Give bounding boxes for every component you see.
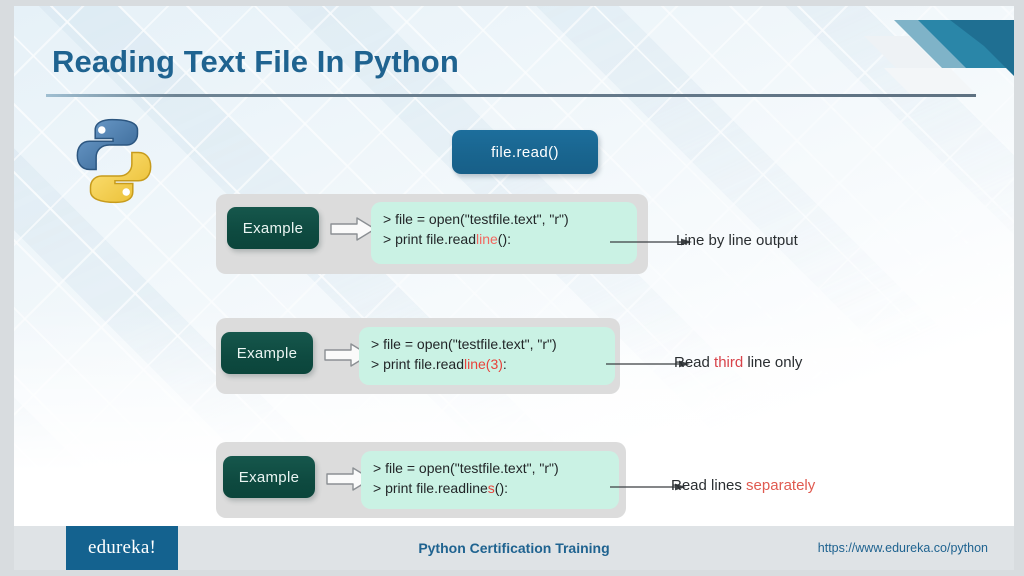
example-row-1: Example > file = open("testfile.text", "… [216,194,648,274]
code-block-1: > file = open("testfile.text", "r") > pr… [371,202,637,264]
code-prefix-3: > print file.readline [373,480,488,496]
note-label-1: Line by line output [676,232,798,249]
edureka-logo-text: edureka! [87,537,157,558]
connector-arrow-3 [610,483,686,491]
connector-arrow-1 [610,238,692,246]
footer-bar: Python Certification Training edureka! h… [14,526,1014,570]
file-read-badge: file.read() [452,130,598,174]
page-title: Reading Text File In Python [52,44,459,79]
corner-chevron-decoration [864,20,1014,96]
title-divider [46,94,976,97]
connector-arrow-2 [606,360,690,368]
code-suffix-2: : [502,356,507,372]
example-badge-label-1: Example [242,219,304,237]
note-suffix-2: line only [743,354,803,371]
code-highlight-3: s [487,480,495,496]
file-read-badge-label: file.read() [491,143,559,161]
code-line-3-1: > file = open("testfile.text", "r") [373,460,559,476]
example-badge-1: Example [227,207,319,249]
example-badge-2: Example [221,332,313,374]
code-highlight-1: line [476,231,498,247]
block-arrow-right-icon-1 [330,217,376,241]
footer-url[interactable]: https://www.edureka.co/python [817,541,988,555]
code-block-2: > file = open("testfile.text", "r") > pr… [359,327,615,385]
example-badge-label-3: Example [238,468,300,486]
code-block-3: > file = open("testfile.text", "r") > pr… [361,451,619,509]
code-prefix-2: > print file.read [371,356,464,372]
example-badge-label-2: Example [236,344,298,362]
code-highlight-2: line(3) [464,356,503,372]
code-line-1-2: > print file.readline(): [383,229,626,249]
note-highlight-3: separately [746,477,816,494]
code-line-3-2: > print file.readlines(): [373,478,608,498]
note-label-3: Read lines separately [671,477,815,494]
code-line-1-1: > file = open("testfile.text", "r") [383,211,569,227]
example-badge-3: Example [223,456,315,498]
note-prefix-2: Read [674,354,715,371]
code-suffix-1: (): [497,231,512,247]
footer-course-title: Python Certification Training [418,540,610,556]
code-line-2-1: > file = open("testfile.text", "r") [371,336,557,352]
slide-canvas: Reading Text File In Python file.read() [14,6,1014,570]
note-label-2: Read third line only [674,354,802,371]
note-prefix-3: Read lines [671,477,747,494]
example-row-3: Example > file = open("testfile.text", "… [216,442,626,518]
python-logo-icon [76,118,152,204]
code-prefix-1: > print file.read [383,231,476,247]
note-prefix-1: Line by line output [676,232,798,249]
edureka-logo: edureka! [66,526,178,570]
example-row-2: Example > file = open("testfile.text", "… [216,318,620,394]
note-highlight-2: third [714,354,744,371]
code-suffix-3: (): [494,480,509,496]
code-line-2-2: > print file.readline(3): [371,354,604,374]
